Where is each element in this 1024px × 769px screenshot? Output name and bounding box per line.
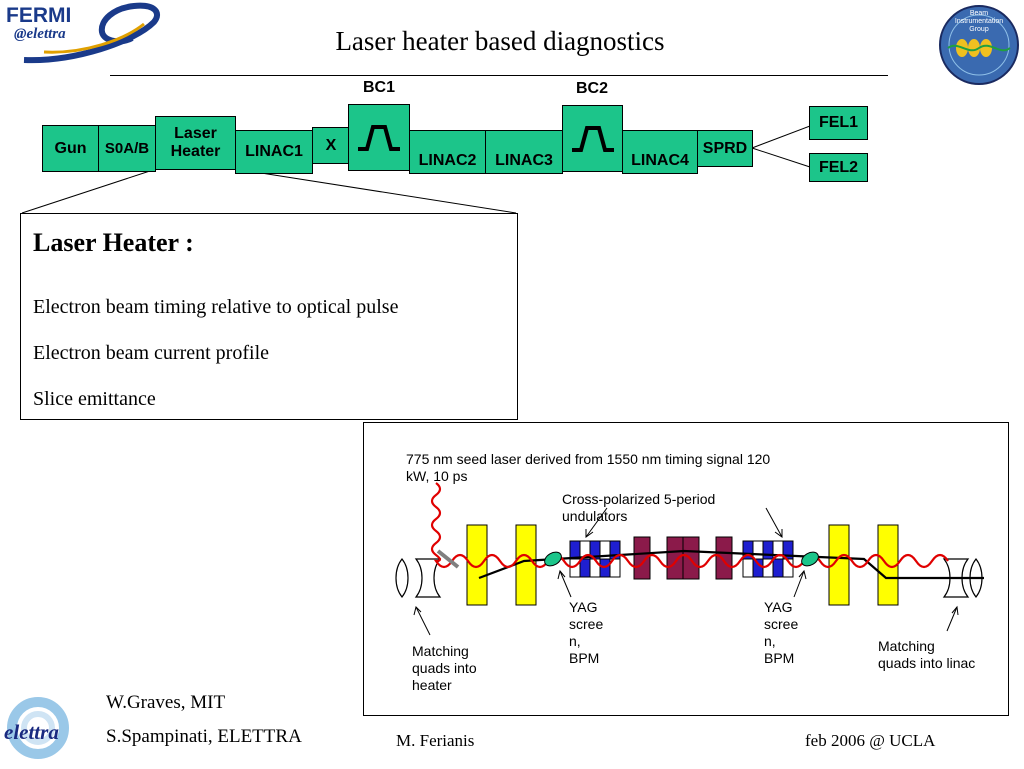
matching-heater-note: Matching quads into heater: [412, 643, 477, 694]
logo-right-line-3: Group: [969, 26, 989, 33]
yag-right-line: BPM: [764, 650, 795, 666]
matching-heater-line: Matching: [412, 643, 469, 659]
title-divider: [110, 75, 888, 76]
beamline-fel1: FEL1: [809, 106, 868, 140]
logo-right-line-1: Beam: [969, 10, 989, 17]
logo-right-line-2: Instrumentation: [954, 18, 1004, 25]
yag-right-line: YAG: [764, 599, 793, 615]
beamline-s0ab: S0A/B: [98, 125, 156, 172]
yag-screen-left: [544, 551, 562, 567]
chicane-dipole: [666, 536, 684, 580]
fermi-logo-name: FERMI: [6, 4, 72, 27]
beamline-fel2: FEL2: [809, 153, 868, 182]
quad-magnet: [466, 524, 488, 606]
yag-left-note: YAG scree n, BPM: [569, 599, 603, 667]
matching-heater-line: heater: [412, 677, 452, 693]
chicane-icon: [358, 124, 400, 151]
beamline-bc2: [562, 105, 623, 172]
matching-heater-line: quads into: [412, 660, 477, 676]
beamline-bc1: [348, 104, 410, 171]
presenter: M. Ferianis: [396, 731, 475, 750]
author-line: S.Spampinati, ELETTRA: [106, 726, 302, 747]
author-line: W.Graves, MIT: [106, 692, 226, 713]
laser-heater-item: Electron beam current profile: [33, 342, 269, 364]
chicane-dipole: [715, 536, 733, 580]
yag-left-line: BPM: [569, 650, 600, 666]
setup-panel: 775 nm seed laser derived from 1550 nm t…: [363, 422, 1009, 716]
laser-heater-panel-title: Laser Heater :: [33, 228, 194, 257]
electron-beam-path: [478, 549, 984, 580]
beamline-linac1: LINAC1: [235, 130, 313, 174]
beamline-sprd: SPRD: [697, 130, 753, 167]
laser-heater-item: Slice emittance: [33, 388, 156, 410]
elettra-logo-text: elettra: [4, 720, 59, 744]
matching-linac-note: Matching quads into linac: [878, 638, 975, 672]
annotation-arrows: [413, 507, 959, 636]
chicane-icon: [571, 125, 614, 152]
left-lens: [414, 558, 442, 598]
matching-linac-line: Matching: [878, 638, 935, 654]
bc1-label: BC1: [362, 79, 395, 96]
beamline-linac4: LINAC4: [622, 130, 698, 174]
quad-magnet: [828, 524, 850, 606]
laser-heater-line-2: Heater: [170, 143, 221, 160]
laser-heater-panel: Laser Heater : Electron beam timing rela…: [20, 213, 518, 420]
bc2-label: BC2: [575, 80, 608, 97]
beamline-x: X: [312, 127, 350, 164]
undulator-right: [742, 540, 794, 578]
yag-right-note: YAG scree n, BPM: [764, 599, 798, 667]
setup-drawing: [395, 482, 984, 636]
date-venue: feb 2006 @ UCLA: [805, 731, 936, 750]
right-lens: [942, 558, 970, 598]
matching-linac-line: quads into linac: [878, 655, 976, 671]
injection-mirror: [436, 549, 460, 569]
yag-right-line: n,: [764, 633, 776, 649]
beam-instrumentation-logo: Beam Instrumentation Group: [938, 4, 1020, 86]
chicane-dipole: [633, 536, 651, 580]
left-lens: [395, 558, 409, 598]
seed-laser-wave: [430, 482, 949, 569]
undulator-note: Cross-polarized 5-period undulators: [562, 491, 716, 524]
beamline-laser-heater: Laser Heater: [155, 116, 236, 170]
seed-laser-note: 775 nm seed laser derived from 1550 nm t…: [406, 451, 771, 484]
yag-right-line: scree: [764, 616, 799, 632]
quad-magnet: [515, 524, 537, 606]
fermi-logo-sub: @elettra: [14, 26, 66, 42]
yag-left-line: YAG: [569, 599, 598, 615]
beamline-gun: Gun: [42, 125, 99, 172]
beamline-linac3: LINAC3: [485, 130, 563, 174]
page-title: Laser heater based diagnostics: [335, 26, 665, 56]
yag-screen-right: [801, 551, 819, 567]
yag-left-line: scree: [569, 616, 604, 632]
elettra-logo: elettra: [4, 694, 76, 764]
right-lens: [969, 558, 983, 598]
beamline-linac2: LINAC2: [409, 130, 486, 174]
fermi-logo: FERMI @elettra: [4, 2, 164, 64]
laser-heater-item: Electron beam timing relative to optical…: [33, 296, 399, 318]
yag-left-line: n,: [569, 633, 581, 649]
laser-heater-line-1: Laser: [174, 125, 217, 142]
